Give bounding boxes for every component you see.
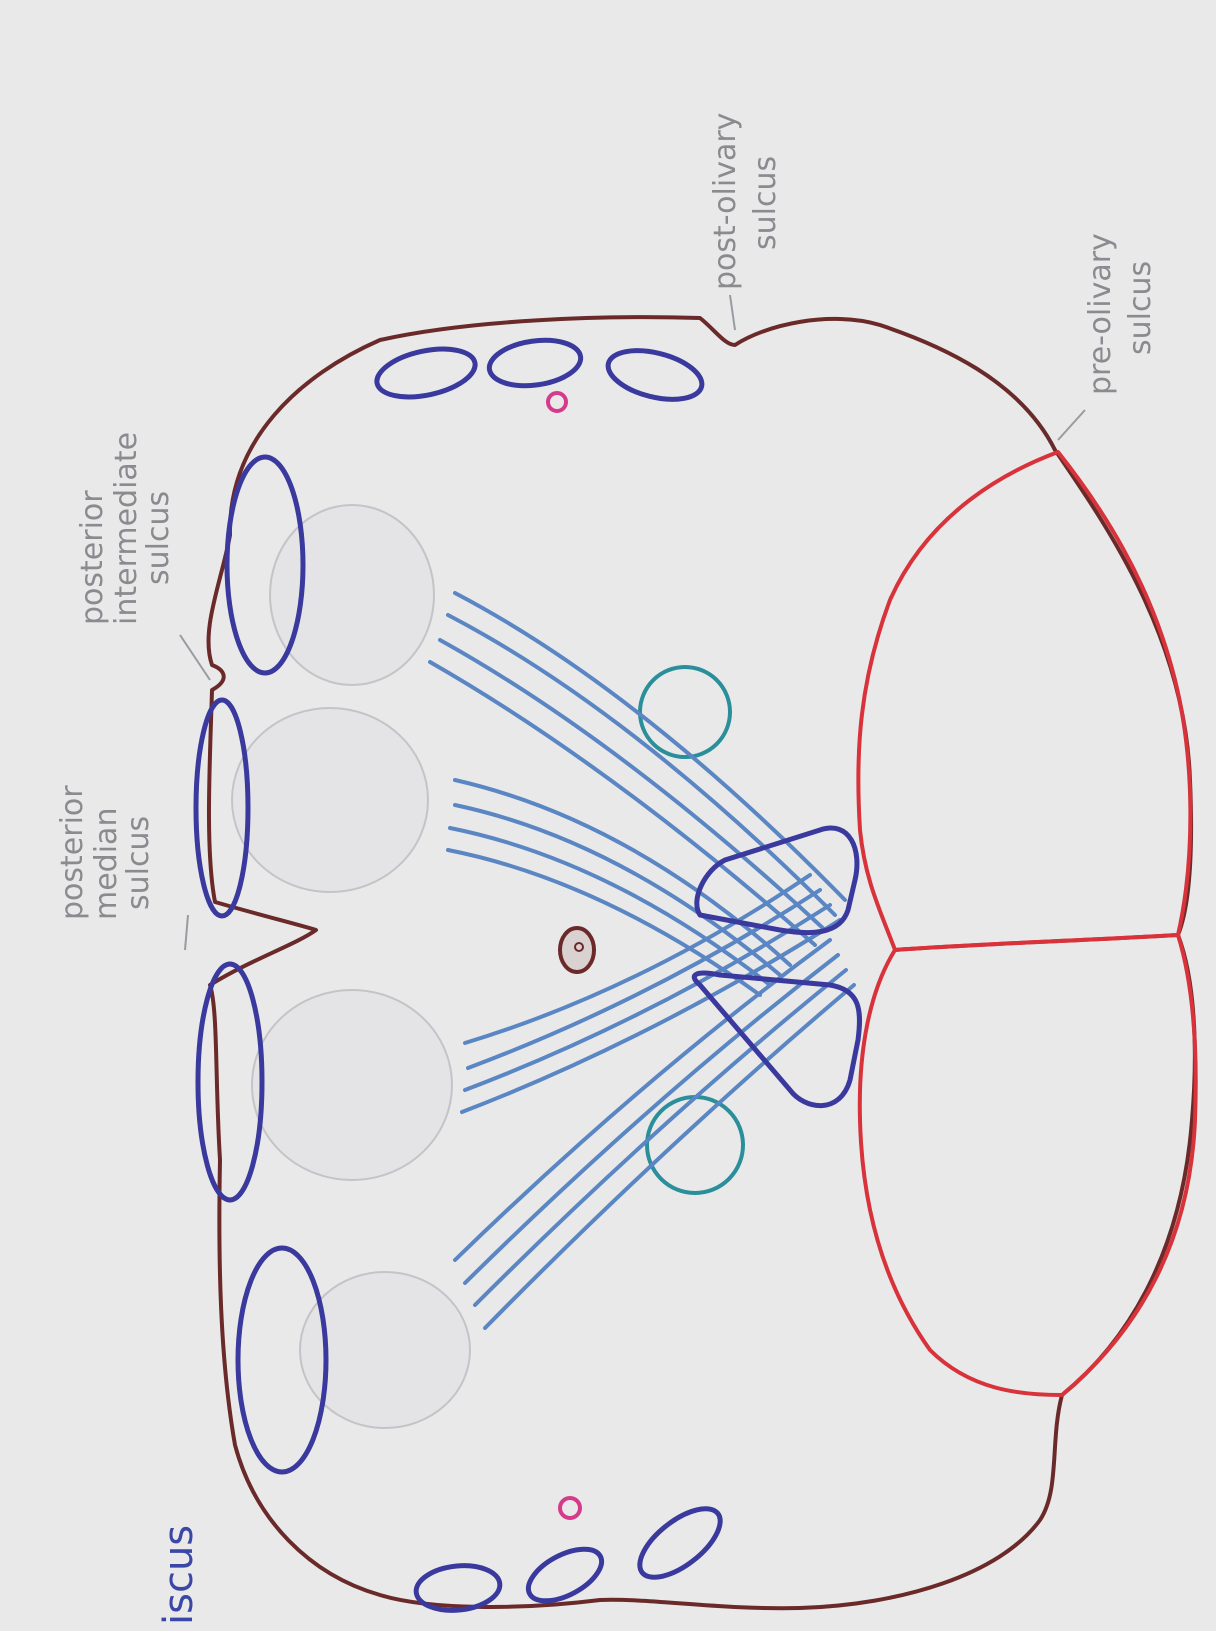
pointer-posterior-median — [185, 915, 188, 950]
nucleus-1 — [270, 505, 434, 685]
label-post-olivary-sulcus: post-olivary sulcus — [708, 113, 783, 290]
nucleus-2 — [232, 708, 428, 892]
pointer-post-olivary — [730, 295, 735, 330]
pyramid-upper — [858, 452, 1190, 950]
tract-oval-5 — [373, 341, 480, 405]
label-line: median — [89, 808, 124, 920]
pink-dot-top — [548, 393, 566, 411]
fiber — [485, 985, 854, 1328]
teal-circle-lower — [647, 1097, 743, 1193]
pencil-nuclei — [232, 505, 470, 1428]
label-line: post-olivary — [708, 113, 743, 290]
nucleus-3 — [252, 990, 452, 1180]
label-line: sulcus — [1123, 261, 1158, 355]
label-line: sulcus — [121, 816, 156, 910]
fiber — [455, 940, 830, 1260]
label-line: posterior — [55, 785, 90, 920]
pyramid-lower — [860, 935, 1196, 1395]
label-line: posterior — [75, 490, 110, 625]
label-posterior-median-sulcus: posterior median sulcus — [55, 785, 156, 920]
pink-dot-bottom — [560, 1498, 580, 1518]
label-pre-olivary-sulcus: pre-olivary sulcus — [1083, 233, 1158, 395]
fiber — [448, 615, 835, 915]
label-line: pre-olivary — [1083, 233, 1118, 395]
fiber — [455, 805, 780, 975]
fiber — [465, 955, 838, 1283]
teal-circle-upper — [640, 667, 730, 757]
label-line: sulcus — [141, 491, 176, 585]
label-line: iscus — [156, 1525, 202, 1625]
tract-oval-7 — [603, 342, 707, 408]
central-canal — [560, 928, 594, 972]
tract-ovals — [196, 335, 731, 1614]
pyramids — [858, 452, 1195, 1395]
pointer-posterior-intermediate — [180, 635, 210, 680]
label-line: intermediate — [109, 432, 144, 625]
label-edge-fragment: iscus — [156, 1525, 202, 1625]
fiber — [430, 662, 815, 945]
fiber — [440, 640, 825, 930]
fiber — [465, 905, 830, 1090]
pointer-pre-olivary — [1058, 410, 1085, 440]
label-posterior-intermediate-sulcus: posterior intermediate sulcus — [75, 432, 176, 625]
tract-oval-10 — [629, 1496, 732, 1590]
label-line: sulcus — [748, 156, 783, 250]
tract-oval-6 — [486, 335, 583, 391]
